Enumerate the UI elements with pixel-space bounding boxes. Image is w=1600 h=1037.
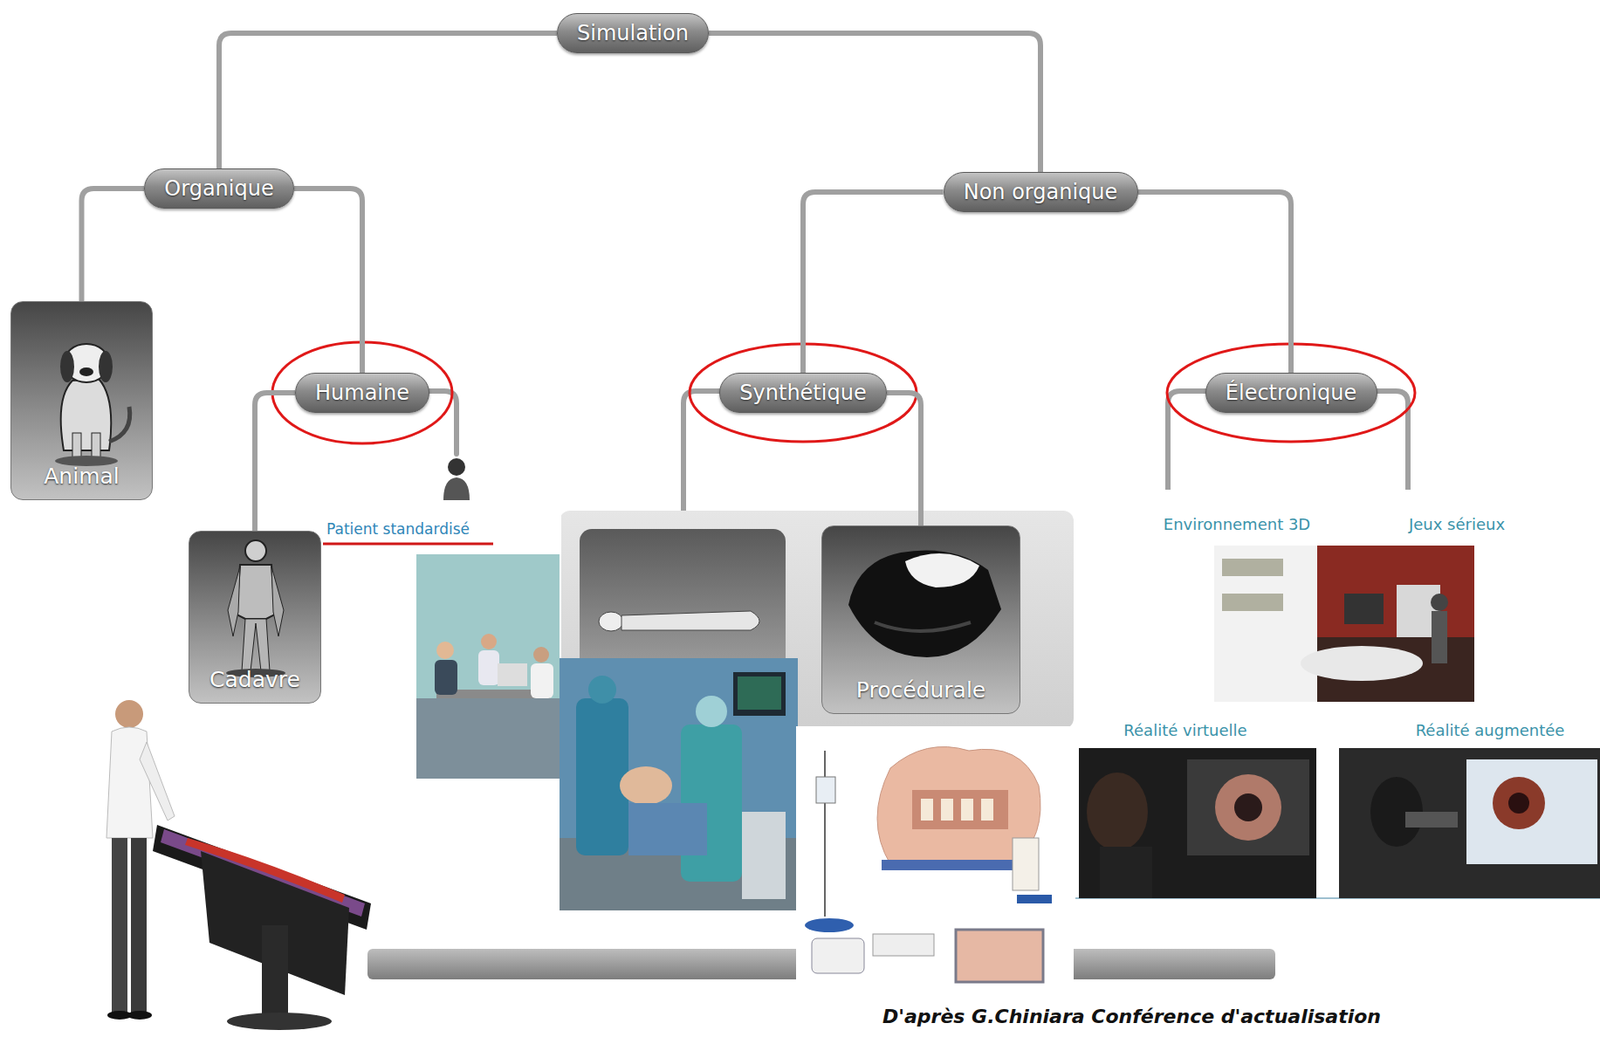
node-label: Simulation: [576, 20, 689, 46]
category-pill: Organique: [144, 168, 295, 209]
anatomy-table: [106, 700, 371, 1031]
tree-connector: [708, 33, 1041, 172]
surgery-photo: [559, 658, 798, 911]
3d-environment-image: [1214, 545, 1475, 702]
epidural-trainer-photo: [796, 726, 1074, 990]
node-label: Procédurale: [856, 677, 986, 703]
source-caption: D'après G.Chiniara Conférence d'actualis…: [882, 1005, 1381, 1028]
augmented-reality-photo: [1339, 748, 1600, 899]
electronic-panel: [1073, 489, 1600, 899]
image-label: Réalité virtuelle: [1123, 721, 1247, 740]
consultation-photo: [416, 554, 560, 779]
category-pill: Simulation: [556, 13, 709, 54]
category-pill: Non organique: [943, 171, 1139, 213]
node-label: Organique: [164, 176, 274, 201]
tree-connector: [886, 392, 921, 526]
tree-connector: [254, 392, 296, 531]
node-label: Électronique: [1225, 380, 1357, 406]
image-label: Réalité augmentée: [1415, 721, 1566, 740]
category-pill: Synthétique: [719, 372, 887, 413]
category-card: Cadavre: [188, 530, 322, 704]
node-label: Cadavre: [209, 666, 301, 693]
red-underline: [322, 542, 494, 546]
node-label: Synthétique: [739, 380, 866, 406]
image-label: Patient standardisé: [326, 520, 470, 538]
mannequin: [598, 611, 760, 632]
category-pill: Électronique: [1205, 372, 1378, 413]
node-label: Non organique: [963, 179, 1119, 205]
tree-connector: [294, 188, 363, 373]
image-label: Environnement 3D: [1163, 515, 1311, 534]
person-icon: [443, 458, 470, 501]
tree-connector: [803, 192, 944, 373]
category-pill: Humaine: [295, 372, 430, 413]
virtual-reality-photo: [1078, 748, 1317, 899]
highlight-ellipses: [272, 342, 1415, 444]
category-card: Animal: [10, 301, 153, 501]
category-card: Procédurale: [821, 525, 1021, 715]
node-label: Humaine: [315, 380, 410, 406]
tree-connector: [1138, 192, 1292, 373]
tree-connector: [219, 33, 557, 169]
node-label: Animal: [43, 463, 120, 489]
image-label: Jeux sérieux: [1408, 515, 1505, 534]
tree-connector: [82, 188, 145, 302]
